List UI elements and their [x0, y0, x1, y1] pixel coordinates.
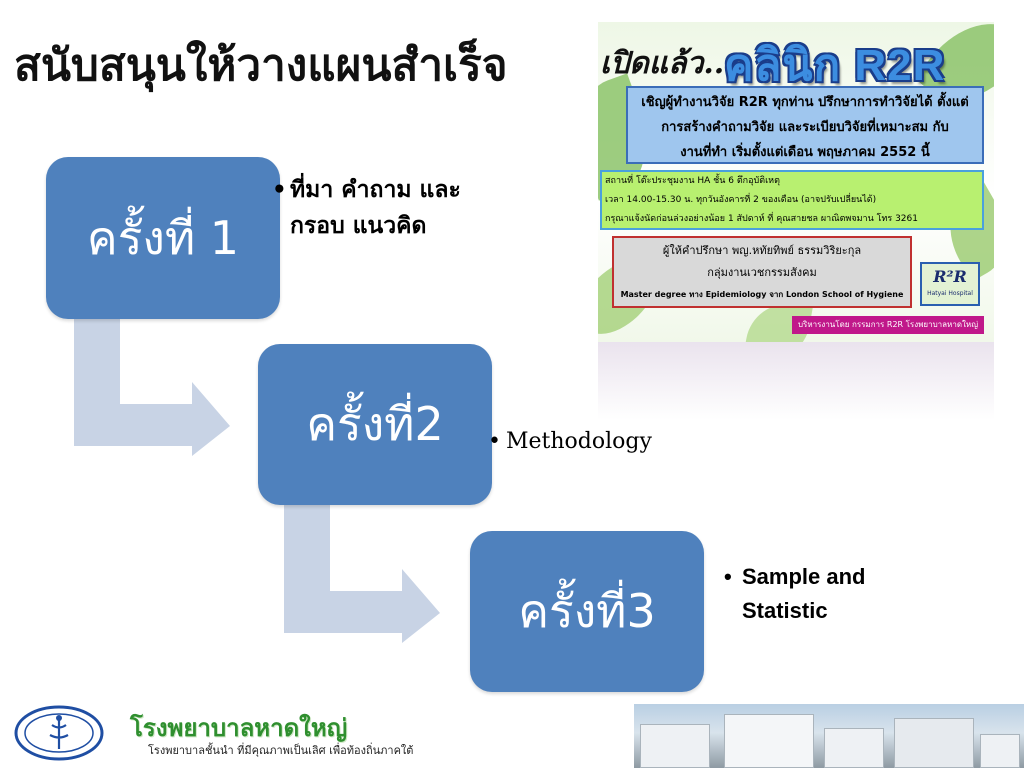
- step-1-box: ครั้งที่ 1: [46, 157, 280, 319]
- building-shape: [894, 718, 974, 768]
- r2r-clinic-logo: คลินิก R2R: [724, 41, 946, 90]
- hospital-building-photo: [634, 704, 1024, 768]
- r2r-badge-mark: R²R: [933, 267, 967, 286]
- hospital-seal-logo: [14, 705, 104, 761]
- poster-schedule-box: สถานที่ โต๊ะประชุมงาน HA ชั้น 6 ตึกอุบัต…: [600, 170, 984, 230]
- poster-schedule-line: กรุณาแจ้งนัดก่อนล่วงอย่างน้อย 1 สัปดาห์ …: [605, 214, 918, 224]
- step-2-bullets: Methodology: [486, 428, 652, 456]
- poster-headline: เปิดแล้ว...: [600, 46, 735, 81]
- building-shape: [724, 714, 814, 768]
- hospital-slogan: โรงพยาบาลชั้นนำ ที่มีคุณภาพเป็นเลิศ เพื่…: [148, 744, 414, 757]
- poster-advisor-line: ผู้ให้คำปรึกษา พญ.หทัยทิพย์ ธรรมวิริยะกุ…: [662, 244, 862, 257]
- poster-invite-line: งานที่ทำ เริ่มตั้งแต่เดือน พฤษภาคม 2552 …: [680, 145, 930, 160]
- poster-schedule-line: เวลา 14.00-15.30 น. ทุกวันอังคารที่ 2 ขอ…: [605, 195, 877, 205]
- building-shape: [640, 724, 710, 768]
- connector-arrow-2: [284, 505, 440, 643]
- building-shape: [824, 728, 884, 768]
- step-1-label: ครั้งที่ 1: [86, 210, 240, 265]
- poster-invite-box: เชิญผู้ทำงานวิจัย R2R ทุกท่าน ปรึกษาการท…: [626, 86, 984, 164]
- poster-advisor-line: กลุ่มงานเวชกรรมสังคม: [707, 266, 817, 279]
- slide-title: สนับสนุนให้วางแผนสำเร็จ: [14, 40, 508, 91]
- step-2-bullet-1: Methodology: [486, 428, 652, 456]
- r2r-clinic-poster: เปิดแล้ว... คลินิก R2R เชิญผู้ทำงานวิจัย…: [598, 22, 994, 342]
- step-3-box: ครั้งที่3: [470, 531, 704, 692]
- step-1-bullet-1: ที่มา คำถาม และกรอบ แนวคิด: [270, 172, 470, 244]
- poster-invite-line: เชิญผู้ทำงานวิจัย R2R ทุกท่าน ปรึกษาการท…: [641, 95, 969, 110]
- connector-arrow-1: [74, 318, 230, 456]
- poster-footer-bar: บริหารงานโดย กรรมการ R2R โรงพยาบาลหาดใหญ…: [792, 316, 984, 334]
- r2r-badge-sub: Hatyai Hospital: [927, 290, 973, 297]
- building-shape: [980, 734, 1020, 768]
- step-3-bullets: Sample and Statistic: [722, 560, 872, 628]
- step-1-bullets: ที่มา คำถาม และกรอบ แนวคิด: [270, 172, 470, 244]
- poster-advisor-box: ผู้ให้คำปรึกษา พญ.หทัยทิพย์ ธรรมวิริยะกุ…: [612, 236, 912, 308]
- hospital-name: โรงพยาบาลหาดใหญ่: [130, 713, 348, 742]
- poster-schedule-line: สถานที่ โต๊ะประชุมงาน HA ชั้น 6 ตึกอุบัต…: [605, 176, 780, 186]
- poster-advisor-line: Master degree ทาง Epidemiology จาก Londo…: [620, 290, 904, 299]
- step-3-bullet-1: Sample and Statistic: [722, 560, 872, 628]
- poster-reflection: [598, 342, 994, 420]
- step-2-box: ครั้งที่2: [258, 344, 492, 505]
- poster-invite-line: การสร้างคำถามวิจัย และระเบียบวิจัยที่เหม…: [661, 120, 949, 135]
- r2r-badge: R²R Hatyai Hospital: [920, 262, 980, 306]
- step-3-label: ครั้งที่3: [518, 584, 656, 638]
- step-2-label: ครั้งที่2: [306, 397, 444, 451]
